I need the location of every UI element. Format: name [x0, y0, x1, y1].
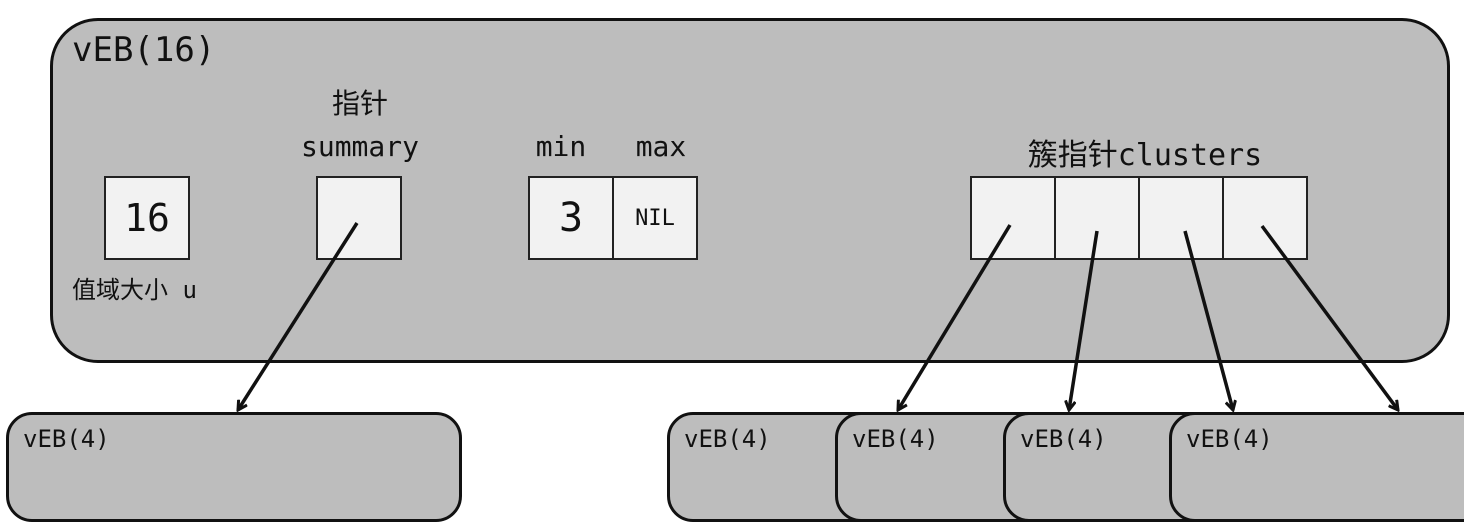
universe-size-label: 值域大小 u: [72, 276, 197, 304]
cluster-child-title-3: vEB(4): [1186, 425, 1273, 453]
summary-label-cn: 指针: [331, 87, 388, 120]
summary-child-title: vEB(4): [23, 425, 110, 453]
cluster-child-node-3: vEB(4): [1169, 412, 1464, 522]
cluster-child-title-0: vEB(4): [684, 425, 771, 453]
summary-label-en: summary: [300, 130, 419, 163]
universe-size-box: 16: [104, 176, 190, 260]
summary-pointer-box: [316, 176, 402, 260]
cluster-pointer-box-2: [1138, 176, 1224, 260]
cluster-child-title-1: vEB(4): [852, 425, 939, 453]
cluster-pointer-box-1: [1054, 176, 1140, 260]
clusters-label: 簇指针clusters: [1027, 138, 1263, 173]
min-label: min: [535, 130, 587, 163]
max-box: NIL: [612, 176, 698, 260]
min-box: 3: [528, 176, 614, 260]
max-label: max: [635, 130, 687, 163]
cluster-pointer-box-0: [970, 176, 1056, 260]
veb16-title: vEB(16): [72, 30, 216, 70]
summary-child-node: vEB(4): [6, 412, 462, 522]
cluster-pointer-box-3: [1222, 176, 1308, 260]
cluster-child-title-2: vEB(4): [1020, 425, 1107, 453]
